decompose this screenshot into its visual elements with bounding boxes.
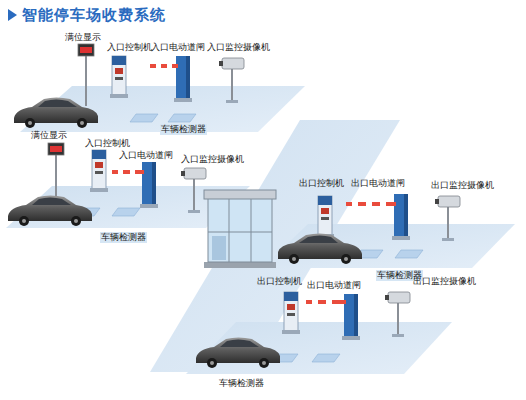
barrier-gate-label: 出口电动道闸 (306, 280, 362, 291)
camera-label: 入口监控摄像机 (180, 154, 245, 165)
detector-label: 车辆检测器 (160, 124, 207, 135)
full-display-label: 满位显示 (30, 130, 68, 141)
control-machine-label: 出口控制机 (256, 276, 303, 287)
control-machine-label: 入口控制机 (106, 42, 153, 53)
detector-label: 车辆检测器 (218, 378, 265, 389)
detector-label: 车辆检测器 (100, 232, 147, 243)
exit-2-equipment (282, 292, 410, 340)
barrier-gate-label: 入口电动道闸 (150, 42, 206, 53)
camera-label: 入口监控摄像机 (206, 42, 271, 53)
title-arrow (8, 9, 17, 21)
full-display-label: 满位显示 (64, 32, 102, 43)
entrance-1-equipment (78, 44, 244, 106)
road-surface (6, 86, 515, 374)
camera-label: 出口监控摄像机 (412, 276, 477, 287)
control-machine-label: 入口控制机 (84, 138, 131, 149)
control-machine-label: 出口控制机 (298, 178, 345, 189)
toll-booth (204, 190, 276, 268)
cars (8, 98, 362, 369)
barrier-gate-label: 出口电动道闸 (350, 178, 406, 189)
camera-label: 出口监控摄像机 (430, 180, 495, 191)
vehicle-detector-loops (72, 114, 423, 362)
barrier-gate-label: 入口电动道闸 (118, 150, 174, 161)
title: 智能停车场收费系统 (22, 6, 166, 24)
exit-1-equipment (316, 194, 460, 241)
